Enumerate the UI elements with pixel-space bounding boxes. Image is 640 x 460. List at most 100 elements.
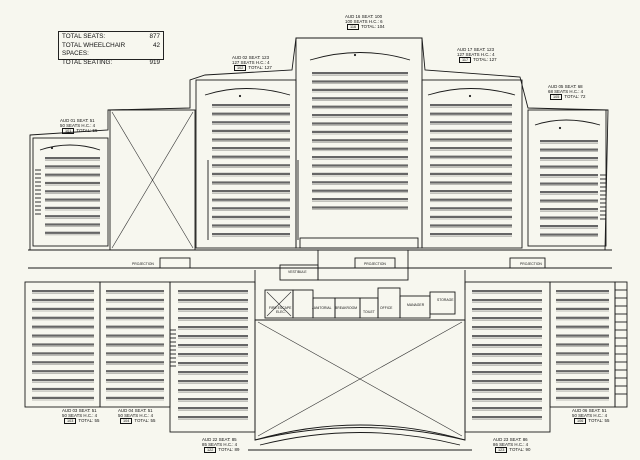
- seat-row: [178, 362, 248, 365]
- vestibule-room: [279, 264, 319, 281]
- seat-row: [556, 396, 609, 399]
- seat-row: [32, 316, 94, 319]
- auditorium-16-outline: [295, 37, 423, 249]
- auditorium-23-outline: [464, 281, 551, 433]
- seat-row: [556, 370, 609, 373]
- seat-row: [312, 105, 408, 108]
- seat-row: [212, 164, 290, 167]
- seat-row: [212, 129, 290, 132]
- projection-booth: [299, 237, 419, 249]
- screen-curve: [427, 88, 516, 96]
- seat-row: [45, 231, 100, 234]
- seat-row: [430, 207, 512, 210]
- seat-row: [430, 129, 512, 132]
- seat-row: [430, 172, 512, 175]
- seat-row: [430, 164, 512, 167]
- screen-curve: [534, 119, 601, 126]
- seat-row: [472, 362, 542, 365]
- storage-room: [429, 291, 456, 315]
- seat-row: [430, 121, 512, 124]
- seat-row: [212, 147, 290, 150]
- screen-marker: [50, 146, 54, 150]
- stair-cross: [266, 291, 292, 317]
- seat-row: [472, 344, 542, 347]
- seat-row: [45, 223, 100, 226]
- total-wheelchair-row: TOTAL WHEELCHAIR SPACES: 42: [62, 42, 160, 59]
- seat-row: [540, 148, 598, 151]
- seat-row: [312, 156, 408, 159]
- auditorium-01-outline: [32, 137, 109, 247]
- seat-row: [106, 298, 164, 302]
- seat-row: [178, 389, 248, 392]
- seat-row: [472, 326, 542, 329]
- projection-room: [354, 257, 396, 269]
- seat-row: [540, 157, 598, 160]
- manager-label: MANAGER: [407, 303, 425, 307]
- seat-row: [106, 343, 164, 346]
- office-room: [377, 287, 401, 319]
- seat-row: [212, 224, 290, 227]
- seat-row: [106, 352, 164, 355]
- total-seats-label: TOTAL SEATS:: [62, 33, 106, 40]
- seat-row: [32, 379, 94, 382]
- fire-escape-label: FIRE ESCAPE: [269, 306, 292, 310]
- seat-row: [106, 379, 164, 382]
- seat-row: [106, 290, 164, 293]
- total-wheelchair-label: TOTAL WHEELCHAIR SPACES:: [62, 41, 126, 58]
- seat-row: [106, 307, 164, 310]
- seat-row: [312, 122, 408, 125]
- seat-row: [178, 335, 248, 338]
- seat-row: [556, 325, 609, 328]
- seat-row: [540, 165, 598, 168]
- seat-row: [472, 380, 542, 383]
- seat-row: [212, 181, 290, 184]
- seat-row: [472, 308, 542, 311]
- seat-row: [556, 316, 609, 319]
- auditorium-17-outline: [421, 79, 523, 249]
- seat-row: [212, 190, 290, 193]
- seat-row: [212, 233, 290, 236]
- seat-row: [32, 352, 94, 355]
- screen-curve: [39, 144, 101, 151]
- seat-row: [556, 298, 609, 302]
- seat-row: [556, 343, 609, 346]
- seat-row: [312, 198, 408, 201]
- seat-row: [430, 147, 512, 150]
- seat-row: [32, 361, 94, 364]
- seat-row: [312, 114, 408, 117]
- seat-row: [178, 344, 248, 347]
- seat-row: [32, 396, 94, 399]
- seat-row: [32, 325, 94, 328]
- seat-row: [312, 72, 408, 75]
- seat-row: [312, 130, 408, 133]
- seat-row: [430, 112, 512, 115]
- seat-row: [312, 172, 408, 175]
- seat-row: [212, 172, 290, 175]
- seat-row: [472, 398, 542, 401]
- office-label: OFFICE: [380, 306, 393, 310]
- seat-row: [212, 215, 290, 218]
- seat-row: [178, 317, 248, 320]
- seat-row: [178, 416, 248, 419]
- seat-row: [556, 352, 609, 355]
- projection-room-label: PROJECTION: [364, 262, 386, 266]
- seat-row: [472, 335, 542, 338]
- seat-row: [540, 208, 598, 211]
- seat-row: [178, 380, 248, 383]
- seat-row: [212, 155, 290, 158]
- screen-marker: [558, 126, 562, 130]
- seat-row: [212, 198, 290, 201]
- auditorium-05-outline: [527, 109, 607, 247]
- seat-row: [430, 215, 512, 218]
- auditorium-22-outline: [169, 281, 256, 433]
- seat-row: [212, 112, 290, 115]
- seat-row: [106, 316, 164, 319]
- seat-row: [540, 233, 598, 236]
- seat-row: [556, 387, 609, 391]
- seat-row: [472, 299, 542, 302]
- seat-row: [430, 198, 512, 201]
